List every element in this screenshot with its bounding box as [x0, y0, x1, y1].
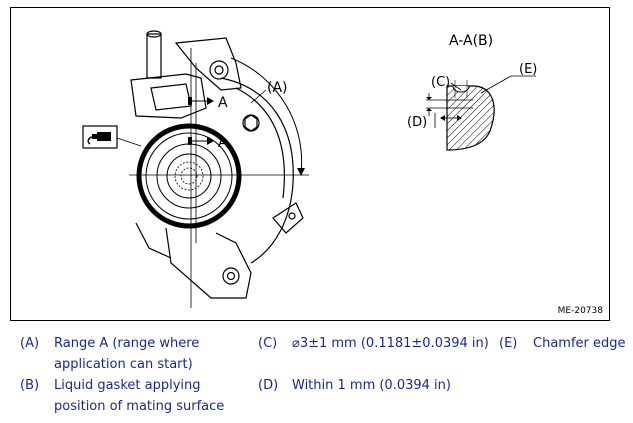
label-a: (A) — [267, 80, 288, 96]
liquid-gasket-icon — [82, 125, 142, 149]
legend-text: Liquid gasket applying — [54, 378, 201, 393]
label-c: (C) — [431, 75, 450, 90]
legend-text: Within 1 mm (0.0394 in) — [292, 378, 451, 393]
legend-text: position of mating surface — [54, 399, 225, 414]
legend-key: (A) — [20, 336, 40, 351]
legend-key: (B) — [20, 378, 40, 393]
section-title: A-A(B) — [449, 33, 493, 49]
label-d: (D) — [407, 115, 427, 130]
diagram-frame: (A) A A A-A(B) (C) (D) (E) ME-20738 — [10, 7, 610, 321]
legend-text: application can start) — [54, 357, 193, 372]
section-lines — [129, 48, 309, 308]
arrow-label-lower: A — [218, 135, 228, 151]
gasket-ring — [136, 123, 242, 229]
pump-body — [130, 30, 304, 299]
section-arrow-lower — [188, 137, 214, 145]
legend-text: Chamfer edge — [533, 336, 626, 351]
section-arrow-upper — [188, 97, 214, 105]
legend-key: (C) — [258, 336, 278, 351]
legend-key: (E) — [499, 336, 518, 351]
legend-key: (D) — [258, 378, 279, 393]
label-e: (E) — [519, 62, 537, 77]
section-detail — [426, 75, 536, 151]
figure-id: ME-20738 — [557, 306, 603, 316]
legend-text: ⌀3±1 mm (0.1181±0.0394 in) — [292, 336, 489, 351]
arrow-label-upper: A — [218, 95, 228, 111]
legend-text: Range A (range where — [54, 336, 200, 351]
range-a-arc — [230, 57, 303, 174]
pump-diagram: (A) A A A-A(B) (C) (D) (E) — [82, 30, 537, 308]
